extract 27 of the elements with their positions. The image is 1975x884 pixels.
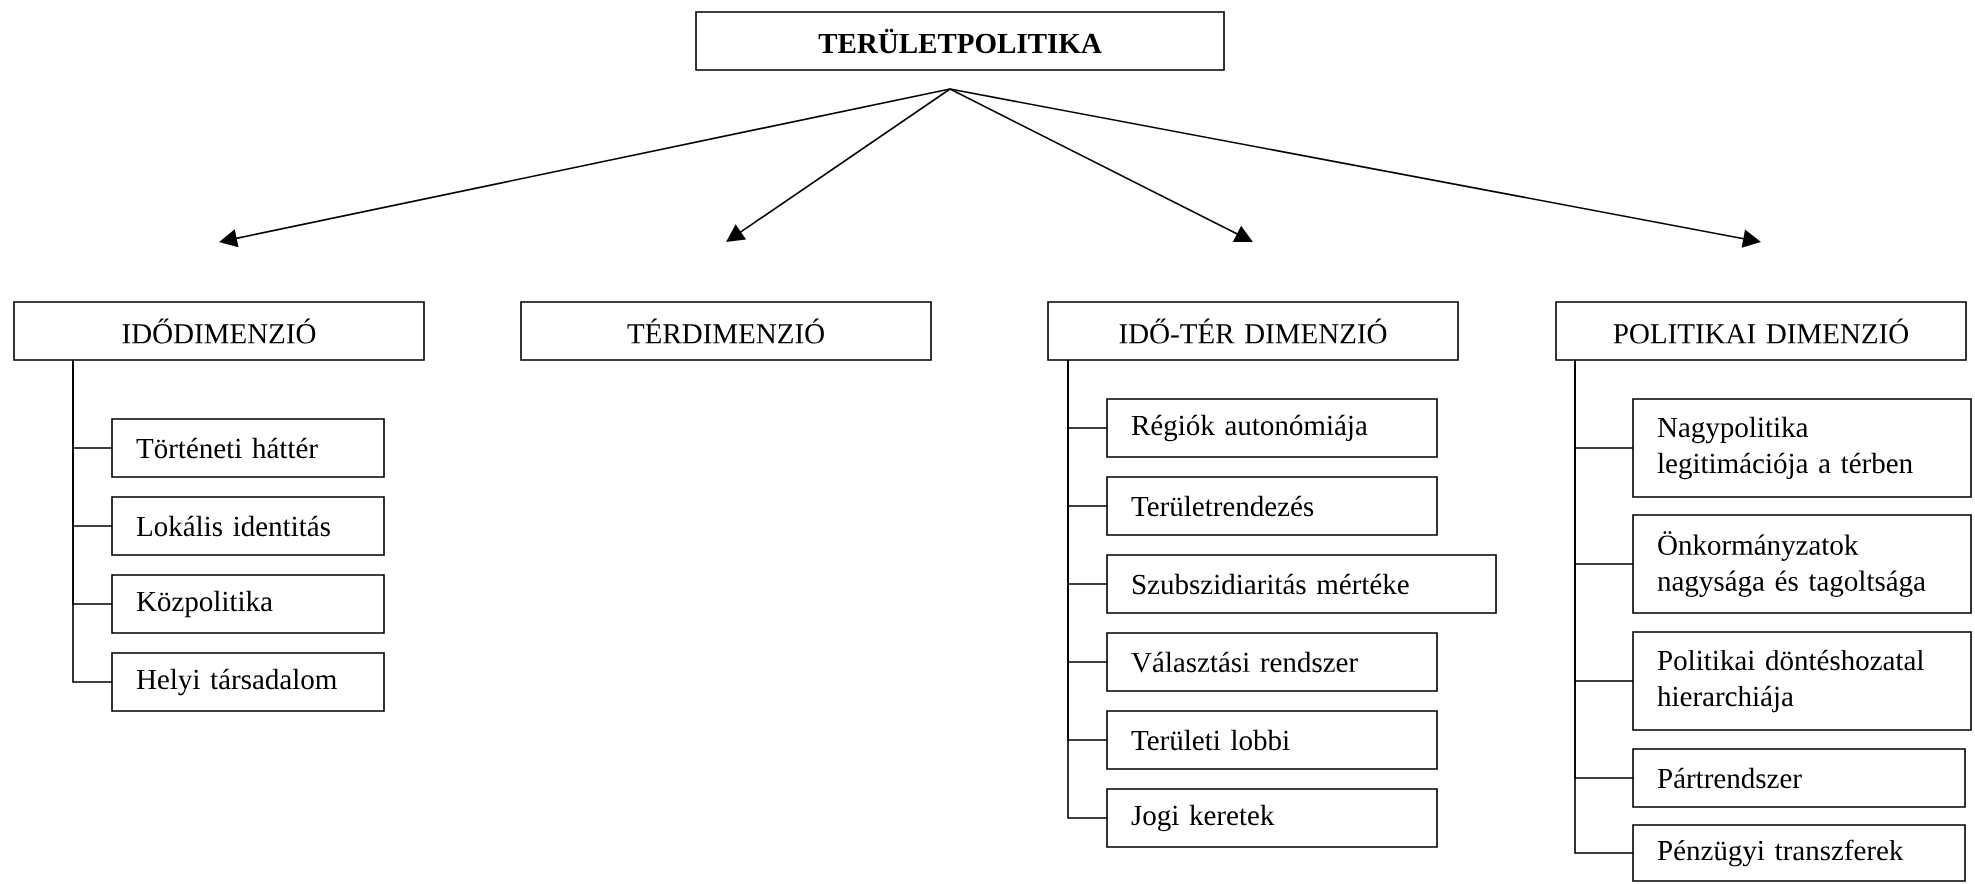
dimension-box: IDŐDIMENZIÓ [13, 301, 425, 361]
item-box: Lokális identitás [111, 496, 385, 556]
dimension-box: POLITIKAI DIMENZIÓ [1555, 301, 1967, 361]
item-box: Szubszidiaritás mértéke [1106, 554, 1497, 614]
title-box: TERÜLETPOLITIKA [695, 11, 1225, 71]
item-box: Helyi társadalom [111, 652, 385, 712]
arrow [949, 88, 1253, 243]
arrow [726, 88, 951, 242]
dimension-box: TÉRDIMENZIÓ [520, 301, 932, 361]
item-box: Nagypolitika legitimációja a térben [1632, 398, 1972, 498]
item-box: Régiók autonómiája [1106, 398, 1438, 458]
dimension-box: IDŐ-TÉR DIMENZIÓ [1047, 301, 1459, 361]
item-box: Önkormányzatok nagysága és tagoltsága [1632, 514, 1972, 614]
item-box: Jogi keretek [1106, 788, 1438, 848]
arrow [949, 88, 1761, 248]
item-box: Közpolitika [111, 574, 385, 634]
arrow [219, 88, 951, 248]
connector-line [1574, 359, 1634, 854]
item-box: Pártrendszer [1632, 748, 1966, 808]
item-box: Területi lobbi [1106, 710, 1438, 770]
connector-line [1067, 359, 1108, 819]
item-box: Pénzügyi transzferek [1632, 824, 1966, 882]
connector-line [72, 359, 113, 683]
item-box: Történeti háttér [111, 418, 385, 478]
item-box: Választási rendszer [1106, 632, 1438, 692]
item-box: Területrendezés [1106, 476, 1438, 536]
item-box: Politikai döntéshozatal hierarchiája [1632, 631, 1972, 731]
